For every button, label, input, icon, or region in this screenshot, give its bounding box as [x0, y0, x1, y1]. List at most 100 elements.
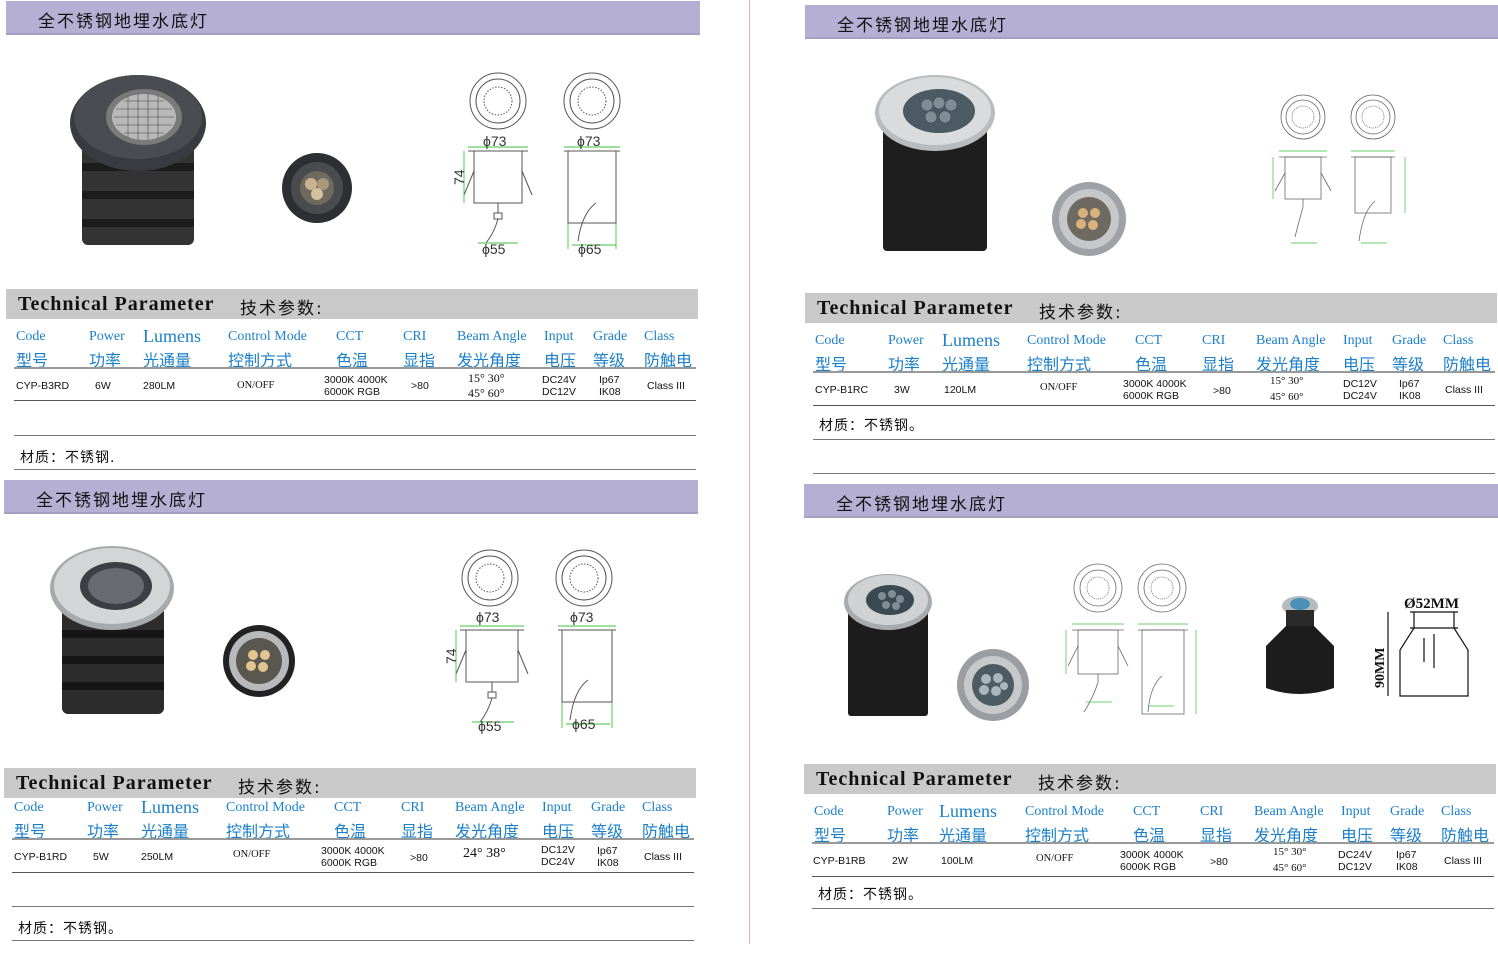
- product-front-photo: [1052, 182, 1126, 256]
- dimension-drawing: Ø52MM 90MM: [1373, 596, 1469, 697]
- cell-lumens: 100LM: [941, 855, 974, 867]
- cell-cct-2: 6000K RGB: [1123, 390, 1180, 402]
- product-title: 全不锈钢地埋水底灯: [38, 12, 209, 32]
- product-photo: [50, 546, 174, 714]
- cell-code: CYP-B1RC: [815, 384, 869, 396]
- tech-param-title-cn: 技术参数:: [1038, 774, 1122, 794]
- cell-control: ON/OFF: [237, 380, 275, 391]
- product-title: 全不锈钢地埋水底灯: [837, 16, 1008, 36]
- header-rule: [12, 838, 694, 840]
- product-title-bar: 全不锈钢地埋水底灯: [6, 1, 700, 35]
- cell-cri: >80: [1213, 385, 1231, 397]
- product-panel-4: 全不锈钢地埋水底灯: [804, 484, 1498, 954]
- header-rule: [14, 367, 696, 369]
- tech-param-title-cn: 技术参数:: [238, 778, 322, 798]
- cell-grade-2: IK08: [1399, 390, 1421, 402]
- technical-parameter-bar: Technical Parameter 技术参数:: [6, 289, 698, 319]
- product-panel-2: 全不锈钢地埋水底灯 Technical Param: [805, 5, 1498, 475]
- rule: [813, 473, 1495, 474]
- cell-input-2: DC12V: [542, 386, 576, 398]
- dim-bottom-diameter-2: ϕ65: [572, 716, 596, 732]
- tech-param-title-cn: 技术参数:: [1039, 303, 1123, 323]
- rule: [812, 908, 1494, 909]
- spec-row: CYP-B1RD 5W 250LM ON/OFF 3000K 4000K 600…: [4, 842, 704, 870]
- technical-drawing: [1272, 94, 1406, 244]
- cell-cct-1: 3000K 4000K: [324, 374, 388, 386]
- cell-input-1: DC24V: [542, 374, 576, 386]
- cell-cri: >80: [411, 380, 429, 392]
- dim-height: 74: [443, 648, 459, 664]
- cell-grade-1: Ip67: [1396, 849, 1417, 861]
- product-front-photo: [223, 625, 295, 697]
- cell-cri: >80: [410, 852, 428, 864]
- header-rule: [812, 842, 1494, 844]
- technical-drawing: ϕ73 ϕ73 74 ϕ55 ϕ65: [443, 549, 616, 734]
- tech-param-title: Technical Parameter: [18, 293, 215, 315]
- cell-class: Class III: [647, 380, 685, 392]
- cell-grade-1: Ip67: [597, 845, 618, 857]
- spec-row: CYP-B3RD 6W 280LM ON/OFF 3000K 4000K 600…: [6, 371, 706, 399]
- cell-grade-2: IK08: [597, 857, 619, 869]
- product-side-photo: [1266, 596, 1334, 694]
- product-title-bar: 全不锈钢地埋水底灯: [4, 480, 698, 514]
- dim-bottom-diameter-1: ϕ55: [482, 241, 506, 257]
- technical-parameter-bar: Technical Parameter 技术参数:: [804, 764, 1496, 794]
- product-photo: [70, 75, 206, 245]
- cell-grade-2: IK08: [599, 386, 621, 398]
- cell-class: Class III: [644, 851, 682, 863]
- product-title-bar: 全不锈钢地埋水底灯: [805, 5, 1498, 39]
- cell-class: Class III: [1444, 855, 1482, 867]
- spec-row: CYP-B1RC 3W 120LM ON/OFF 3000K 4000K 600…: [805, 375, 1498, 403]
- cell-code: CYP-B1RB: [813, 855, 866, 867]
- cell-input-2: DC12V: [1338, 861, 1372, 873]
- cell-cct-1: 3000K 4000K: [1123, 378, 1187, 390]
- tech-param-title-cn: 技术参数:: [240, 299, 324, 319]
- dim-bottom-diameter-1: ϕ55: [478, 718, 502, 734]
- material-note: 材质：不锈钢.: [20, 450, 116, 466]
- cell-grade-2: IK08: [1396, 861, 1418, 873]
- cell-code: CYP-B1RD: [14, 851, 68, 863]
- dim-top-diameter-2: ϕ73: [577, 133, 601, 149]
- cell-beam-1: 15° 30°: [468, 371, 505, 385]
- dim-diameter: Ø52MM: [1404, 596, 1459, 612]
- cell-beam-1: 15° 30°: [1273, 846, 1307, 858]
- cell-input-2: DC24V: [541, 856, 575, 868]
- material-note: 材质：不锈钢。: [818, 887, 923, 903]
- row-rule: [812, 876, 1494, 877]
- cell-grade-1: Ip67: [1399, 378, 1420, 390]
- page-divider: [749, 0, 750, 944]
- cell-power: 2W: [892, 855, 908, 867]
- technical-drawing: ϕ73 ϕ73 74 ϕ55 ϕ65: [451, 72, 621, 257]
- material-note: 材质：不锈钢。: [18, 921, 123, 937]
- cell-lumens: 120LM: [944, 384, 977, 396]
- technical-parameter-bar: Technical Parameter 技术参数:: [805, 293, 1497, 323]
- row-rule: [813, 405, 1495, 406]
- product-panel-1: 全不锈钢地埋水底灯: [6, 1, 706, 471]
- cell-lumens: 280LM: [143, 380, 176, 392]
- product-title: 全不锈钢地埋水底灯: [836, 495, 1007, 515]
- rule: [813, 439, 1495, 440]
- header-rule: [813, 371, 1495, 373]
- cell-class: Class III: [1445, 384, 1483, 396]
- cell-power: 6W: [95, 380, 111, 392]
- dim-top-diameter-1: ϕ73: [476, 609, 500, 625]
- dim-height: 74: [451, 169, 467, 185]
- cell-input-2: DC24V: [1343, 390, 1377, 402]
- cell-cct-2: 6000K RGB: [321, 857, 378, 869]
- cell-control: ON/OFF: [233, 849, 271, 860]
- spec-row: CYP-B1RB 2W 100LM ON/OFF 3000K 4000K 600…: [804, 846, 1498, 874]
- dim-height: 90MM: [1373, 648, 1388, 688]
- product-front-photo: [282, 153, 352, 223]
- cell-control: ON/OFF: [1040, 382, 1078, 393]
- tech-param-title: Technical Parameter: [817, 297, 1014, 319]
- tech-param-title: Technical Parameter: [816, 768, 1013, 790]
- row-rule: [12, 872, 694, 873]
- cell-control: ON/OFF: [1036, 853, 1074, 864]
- cell-input-1: DC12V: [541, 844, 575, 856]
- product-photo: [875, 75, 995, 251]
- row-rule: [14, 400, 696, 401]
- product-photo: [844, 574, 932, 716]
